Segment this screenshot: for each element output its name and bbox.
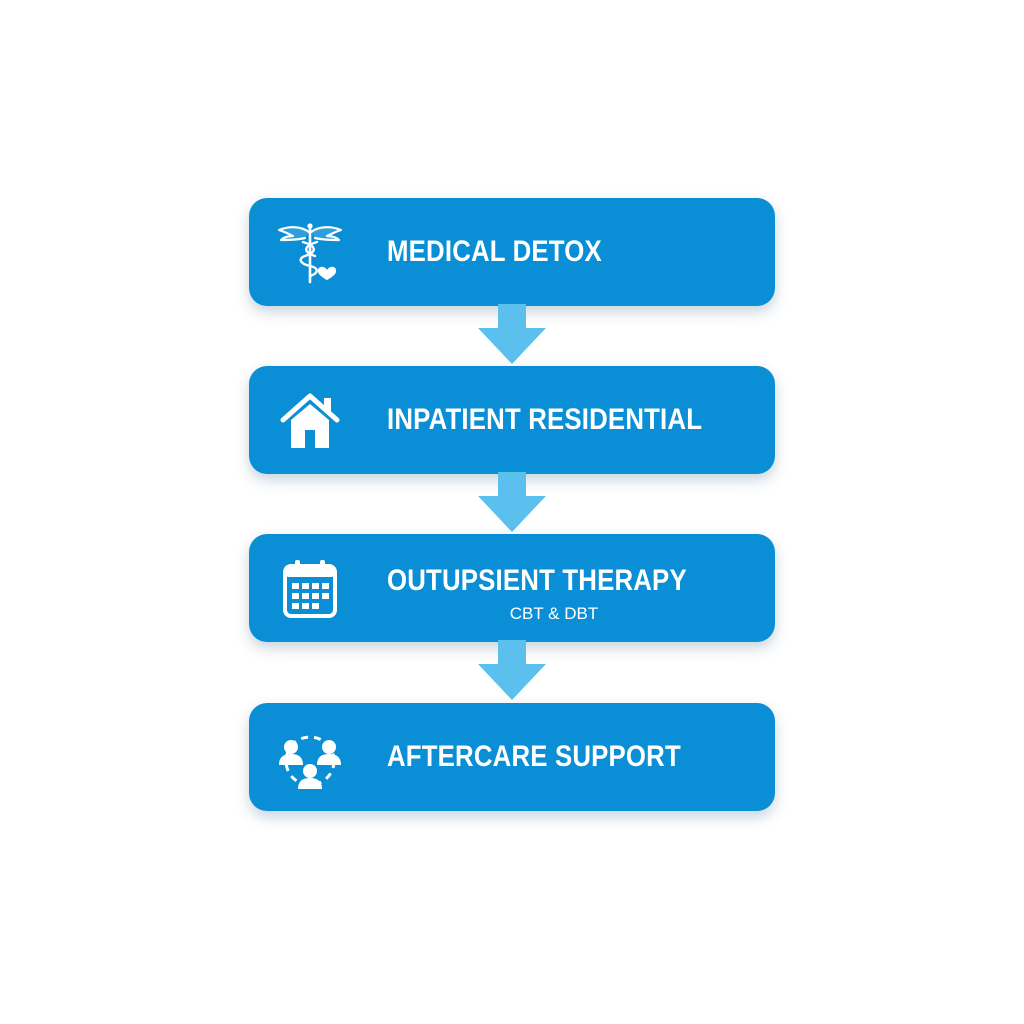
calendar-icon <box>275 554 345 624</box>
step-title: AFTERCARE SUPPORT <box>387 740 681 773</box>
step-subtitle: CBT & DBT <box>509 604 599 623</box>
house-icon <box>275 386 345 456</box>
down-arrow <box>476 472 548 536</box>
down-arrow <box>476 304 548 368</box>
step-medical-detox: MEDICAL DETOX <box>249 198 775 306</box>
step-outpatient-therapy: OUTUPSIENT THERAPY CBT & DBT <box>249 534 775 642</box>
group-support-icon <box>275 723 345 793</box>
step-inpatient-residential: INPATIENT RESIDENTIAL <box>249 366 775 474</box>
step-title: OUTUPSIENT THERAPY <box>387 564 687 597</box>
down-arrow <box>476 640 548 704</box>
step-title: INPATIENT RESIDENTIAL <box>387 403 703 436</box>
caduceus-heart-icon <box>275 218 345 288</box>
step-aftercare-support: AFTERCARE SUPPORT <box>249 703 775 811</box>
step-title: MEDICAL DETOX <box>387 235 602 268</box>
